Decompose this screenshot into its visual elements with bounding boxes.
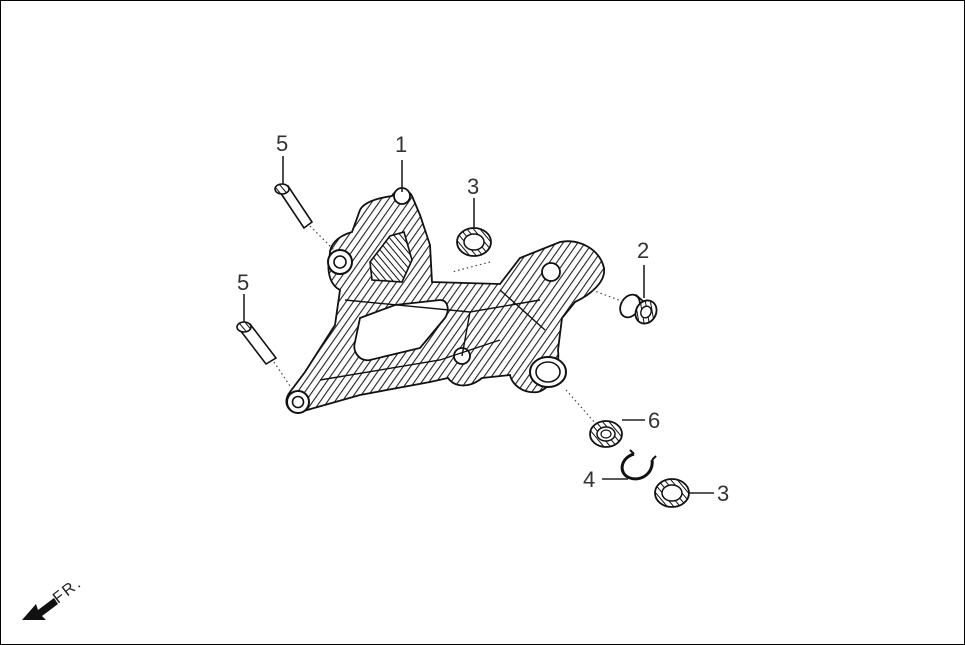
bearing-part	[589, 420, 623, 448]
seal-lower-part	[654, 478, 690, 508]
circlip-part	[620, 449, 657, 481]
assembly-line-seal-upper	[451, 261, 491, 273]
bolt-upper-part	[274, 183, 314, 230]
callout-3-lower: 3	[717, 481, 729, 506]
callout-1: 1	[395, 132, 407, 157]
assembly-line-bolt-lower	[273, 361, 295, 393]
bushing-part	[619, 293, 658, 325]
seal-upper-part	[456, 227, 492, 257]
assembly-line-bushing	[591, 289, 625, 303]
callout-4: 4	[583, 467, 595, 492]
callout-3-upper: 3	[467, 174, 479, 199]
callout-2: 2	[637, 238, 649, 263]
callout-6: 6	[648, 408, 660, 433]
callout-5-upper: 5	[276, 131, 288, 156]
assembly-line-bearing	[565, 389, 597, 425]
bracket-part	[285, 187, 605, 414]
assembly-line-bolt-upper	[309, 225, 337, 253]
bolt-lower-part	[236, 321, 278, 366]
callout-5-lower: 5	[237, 270, 249, 295]
front-direction-arrow-icon	[22, 598, 58, 620]
